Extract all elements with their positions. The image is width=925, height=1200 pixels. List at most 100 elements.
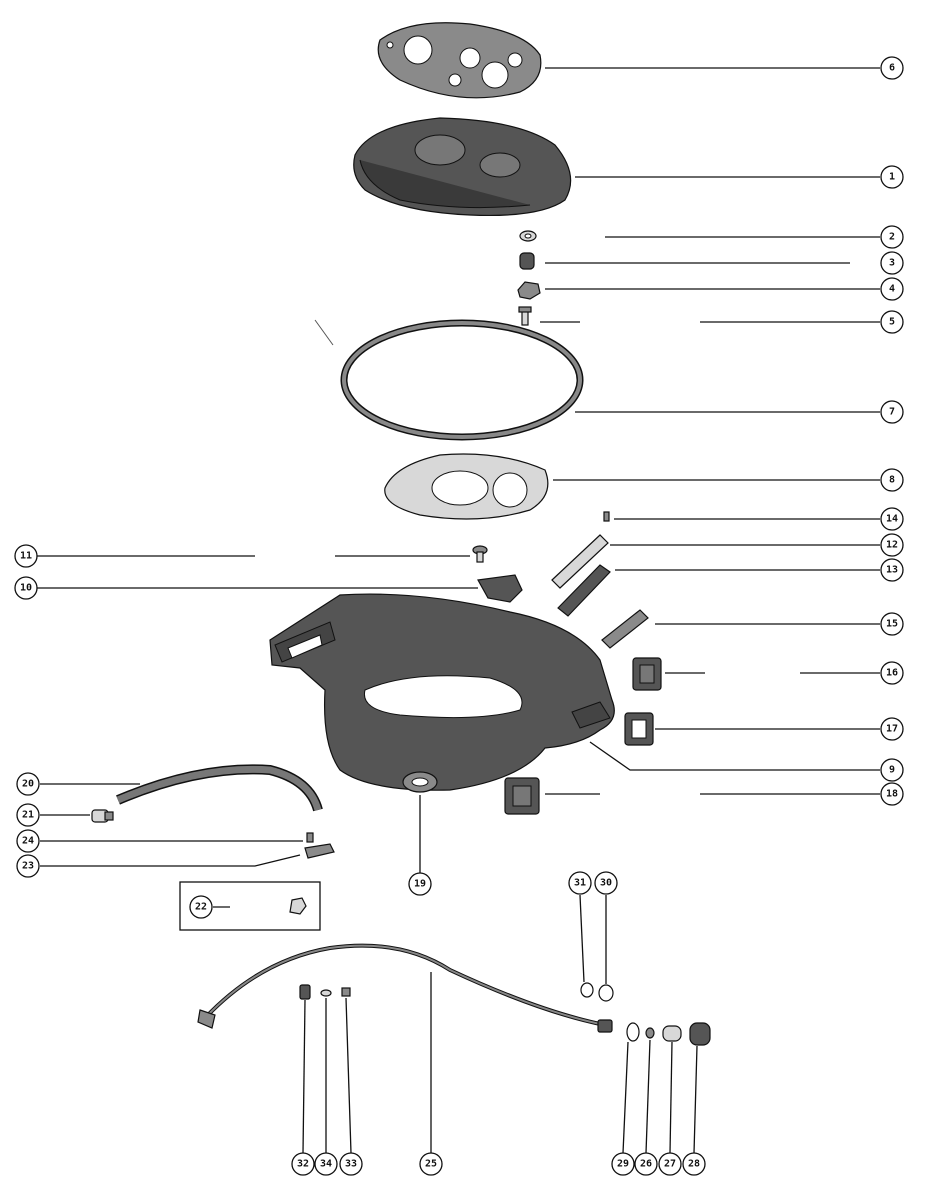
- part-28-cap: [689, 1022, 711, 1046]
- svg-text:2: 2: [889, 232, 895, 243]
- part-1-top-cover: [353, 117, 572, 216]
- callout-32: 32: [291, 1152, 315, 1176]
- callout-14: 14: [880, 507, 904, 531]
- svg-text:14: 14: [886, 514, 898, 525]
- svg-text:4: 4: [889, 284, 895, 295]
- callout-8: 8: [880, 468, 904, 492]
- svg-text:25: 25: [425, 1159, 437, 1170]
- svg-text:18: 18: [886, 789, 898, 800]
- part-21-fitting: [91, 809, 114, 823]
- svg-text:34: 34: [320, 1159, 332, 1170]
- svg-text:20: 20: [22, 779, 34, 790]
- callout-20: 20: [16, 772, 40, 796]
- part-6-gasket-plate: [377, 22, 542, 99]
- svg-text:31: 31: [574, 878, 586, 889]
- svg-text:5: 5: [889, 317, 895, 328]
- svg-text:10: 10: [20, 583, 32, 594]
- callout-31: 31: [568, 871, 592, 895]
- svg-text:6: 6: [889, 63, 895, 74]
- callout-16: 16: [880, 661, 904, 685]
- callout-5: 5: [880, 310, 904, 334]
- part-19-seal: [402, 771, 438, 793]
- callout-21: 21: [16, 803, 40, 827]
- stray-marks: [314, 319, 334, 346]
- part-15-strip: [601, 609, 649, 649]
- svg-text:3: 3: [889, 258, 895, 269]
- part-14-pin: [603, 511, 610, 522]
- svg-text:11: 11: [20, 551, 32, 562]
- part-10-bracket: [477, 574, 523, 603]
- callout-26: 26: [634, 1152, 658, 1176]
- part-26-washer: [645, 1027, 655, 1039]
- callout-6: 6: [880, 56, 904, 80]
- callout-3: 3: [880, 251, 904, 275]
- svg-text:8: 8: [889, 475, 895, 486]
- part-18-grommet: [504, 777, 540, 815]
- svg-text:24: 24: [22, 836, 34, 847]
- callout-11: 11: [14, 544, 38, 568]
- callout-19: 19: [408, 872, 432, 896]
- callout-17: 17: [880, 717, 904, 741]
- callout-34: 34: [314, 1152, 338, 1176]
- part-29-ring: [626, 1022, 640, 1042]
- callout-24: 24: [16, 829, 40, 853]
- callout-2: 2: [880, 225, 904, 249]
- callout-9: 9: [880, 758, 904, 782]
- callouts: 6 1 2 3 4 5 7 8 14 12 13 11 10 15 16 17 …: [14, 56, 904, 1176]
- part-9-bottom-cowl: [269, 593, 615, 791]
- svg-text:33: 33: [345, 1159, 357, 1170]
- part-31-ring: [580, 982, 594, 998]
- part-13-strip: [557, 564, 611, 617]
- part-25-cable: [197, 943, 613, 1033]
- part-3-bushing: [519, 252, 535, 270]
- callout-27: 27: [658, 1152, 682, 1176]
- svg-text:26: 26: [640, 1159, 652, 1170]
- callout-13: 13: [880, 558, 904, 582]
- part-33-nut: [341, 987, 351, 997]
- callout-28: 28: [682, 1152, 706, 1176]
- svg-text:28: 28: [688, 1159, 700, 1170]
- svg-text:27: 27: [664, 1159, 676, 1170]
- svg-text:19: 19: [414, 879, 426, 890]
- svg-text:15: 15: [886, 619, 898, 630]
- callout-29: 29: [611, 1152, 635, 1176]
- part-34-washer: [320, 989, 332, 997]
- part-12-strip: [551, 534, 609, 589]
- part-23-clip: [304, 843, 335, 859]
- part-2-washer: [519, 230, 537, 242]
- callout-30: 30: [594, 871, 618, 895]
- svg-text:32: 32: [297, 1159, 309, 1170]
- part-27-bushing: [662, 1025, 682, 1042]
- part-11-screw: [472, 545, 488, 563]
- part-8-gasket: [384, 453, 549, 520]
- svg-text:22: 22: [195, 902, 207, 913]
- part-32-clamp: [299, 984, 311, 1000]
- callout-7: 7: [880, 400, 904, 424]
- part-24-screw: [306, 832, 314, 843]
- callout-22: 22: [189, 895, 213, 919]
- callout-33: 33: [339, 1152, 363, 1176]
- callout-25: 25: [419, 1152, 443, 1176]
- part-20-hose: [116, 764, 323, 812]
- part-5-screw: [518, 306, 532, 326]
- part-17-grommet: [624, 712, 654, 746]
- callout-12: 12: [880, 533, 904, 557]
- svg-text:12: 12: [886, 540, 898, 551]
- svg-text:9: 9: [889, 765, 895, 776]
- part-4-nut: [517, 281, 541, 300]
- svg-text:30: 30: [600, 878, 612, 889]
- callout-18: 18: [880, 782, 904, 806]
- callout-1: 1: [880, 165, 904, 189]
- callout-10: 10: [14, 576, 38, 600]
- part-7-seal-ring: [340, 319, 584, 441]
- svg-text:1: 1: [889, 172, 895, 183]
- leader-lines: [30, 67, 880, 1154]
- callout-23: 23: [16, 854, 40, 878]
- callout-15: 15: [880, 612, 904, 636]
- part-16-grommet: [632, 657, 662, 691]
- svg-text:13: 13: [886, 565, 898, 576]
- svg-text:29: 29: [617, 1159, 629, 1170]
- svg-text:17: 17: [886, 724, 898, 735]
- svg-text:16: 16: [886, 668, 898, 679]
